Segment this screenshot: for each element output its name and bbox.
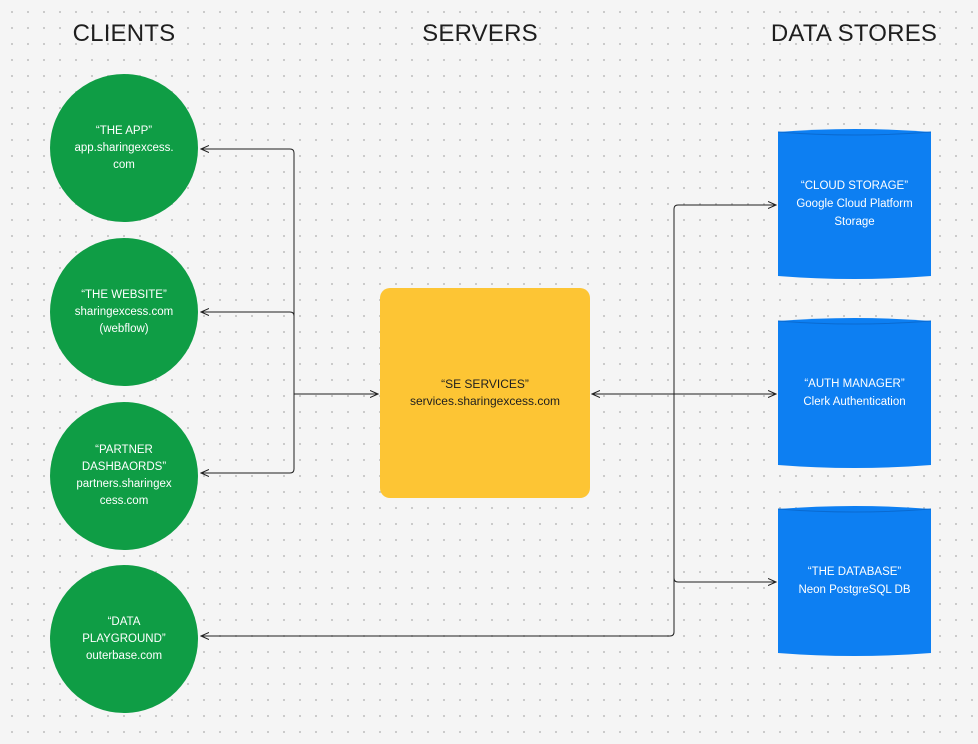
- connector-website: [201, 312, 295, 394]
- client-url: app.sharingexcess.: [74, 141, 174, 154]
- client-url: cess.com: [99, 495, 149, 507]
- store-the-database[interactable]: “THE DATABASE” Neon PostgreSQL DB: [778, 505, 931, 657]
- connector-partner-dashboards: [201, 394, 295, 473]
- store-title: “AUTH MANAGER”: [804, 378, 905, 390]
- store-cloud-storage[interactable]: “CLOUD STORAGE” Google Cloud Platform St…: [778, 128, 931, 280]
- database-cylinder-icon: [778, 129, 931, 279]
- connector-app: [201, 149, 295, 394]
- client-title: “DATA PLAYGROUND”: [82, 615, 166, 645]
- servers-heading: SERVERS: [422, 20, 538, 47]
- store-provider: Google Cloud Platform: [796, 198, 913, 210]
- store-provider: Clerk Authentication: [803, 396, 906, 408]
- client-url: com: [113, 158, 135, 171]
- connector-cloud-storage: [673, 205, 776, 394]
- store-provider: Storage: [834, 216, 875, 228]
- database-cylinder-icon: [778, 318, 931, 468]
- client-the-app[interactable]: “THE APP” app.sharingexcess. com: [50, 74, 198, 222]
- server-url: services.sharingexcess.com: [409, 394, 561, 408]
- store-provider: Neon PostgreSQL DB: [798, 584, 911, 596]
- store-title: “THE DATABASE”: [807, 566, 902, 578]
- server-title: “SE SERVICES”: [441, 377, 529, 391]
- client-partner-dashboards[interactable]: “PARTNER DASHBAORDS” partners.sharingex …: [50, 402, 198, 550]
- data-stores-heading: DATA STORES: [770, 20, 938, 47]
- clients-heading: CLIENTS: [72, 20, 176, 47]
- store-title: “CLOUD STORAGE”: [800, 180, 909, 192]
- connector-database: [673, 394, 776, 582]
- store-auth-manager[interactable]: “AUTH MANAGER” Clerk Authentication: [778, 317, 931, 469]
- client-data-playground[interactable]: “DATA PLAYGROUND” outerbase.com: [50, 565, 198, 713]
- database-cylinder-icon: [778, 506, 931, 656]
- client-url: partners.sharingex: [76, 478, 172, 490]
- client-note: (webflow): [99, 322, 149, 335]
- client-title: “THE APP”: [95, 124, 153, 137]
- client-title: “PARTNER DASHBAORDS”: [81, 444, 167, 473]
- client-url: outerbase.com: [85, 649, 163, 662]
- client-the-website[interactable]: “THE WEBSITE” sharingexcess.com (webflow…: [50, 238, 198, 386]
- client-url: sharingexcess.com: [74, 305, 174, 318]
- client-title: “THE WEBSITE”: [81, 288, 167, 301]
- server-se-services[interactable]: “SE SERVICES” services.sharingexcess.com: [380, 288, 590, 498]
